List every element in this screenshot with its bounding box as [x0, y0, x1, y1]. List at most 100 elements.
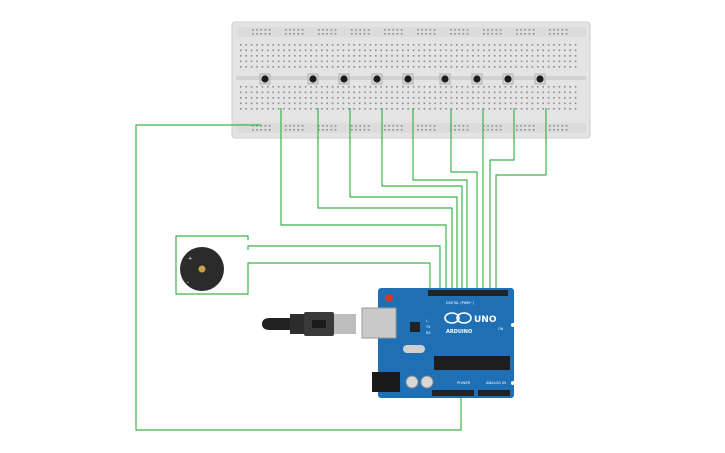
push-button[interactable] — [371, 73, 383, 85]
breadboard-hole — [299, 60, 301, 63]
breadboard-hole — [369, 108, 372, 110]
breadboard-hole — [348, 108, 350, 110]
breadboard-hole — [256, 86, 258, 88]
breadboard-hole — [495, 125, 498, 127]
breadboard-hole — [557, 33, 559, 35]
wire[interactable] — [412, 108, 468, 290]
breadboard-hole — [504, 91, 507, 94]
breadboard-hole — [264, 125, 267, 127]
breadboard-hole — [564, 66, 566, 68]
breadboard-hole — [407, 66, 409, 68]
breadboard-hole — [334, 29, 337, 31]
breadboard-hole — [531, 60, 534, 63]
breadboard-hole — [456, 49, 458, 52]
breadboard-hole — [439, 44, 442, 46]
breadboard-hole — [488, 102, 490, 105]
breadboard-hole — [261, 102, 264, 105]
wire[interactable] — [317, 108, 453, 290]
breadboard-hole — [331, 91, 334, 94]
breadboard-hole — [310, 108, 312, 110]
breadboard-hole — [537, 102, 539, 105]
arduino-uno-board[interactable]: ARDUINO UNO DIGITAL (PWM~) POWER ANALOG … — [361, 288, 515, 398]
breadboard-hole — [561, 29, 564, 31]
breadboard-hole — [456, 91, 458, 94]
breadboard-hole — [351, 129, 353, 131]
breadboard-hole — [326, 86, 328, 88]
breadboard-hole — [458, 29, 460, 31]
breadboard-hole — [326, 44, 328, 46]
breadboard-hole — [288, 86, 291, 88]
breadboard-hole — [434, 108, 436, 110]
breadboard-hole — [515, 44, 517, 46]
breadboard-hole — [445, 108, 447, 110]
breadboard-hole — [260, 29, 262, 31]
breadboard-hole — [330, 29, 333, 31]
breadboard-hole — [477, 102, 480, 105]
breadboard-hole — [334, 33, 337, 35]
breadboard-hole — [318, 129, 320, 131]
wire[interactable] — [381, 108, 463, 290]
push-button[interactable] — [471, 73, 483, 85]
breadboard-hole — [450, 33, 452, 35]
breadboard-hole — [553, 86, 555, 88]
wire[interactable] — [349, 108, 458, 290]
push-button[interactable] — [307, 73, 319, 85]
breadboard-hole — [342, 44, 345, 46]
push-button[interactable] — [502, 73, 514, 85]
breadboard-hole — [520, 29, 522, 31]
breadboard-hole — [439, 60, 442, 63]
breadboard-hole — [429, 102, 431, 105]
breadboard-hole — [304, 91, 307, 94]
wire[interactable] — [135, 124, 462, 431]
breadboard-hole — [348, 91, 350, 94]
breadboard-hole — [412, 97, 415, 99]
breadboard-hole — [353, 49, 355, 52]
push-button[interactable] — [439, 73, 451, 85]
breadboard-hole — [520, 55, 523, 57]
breadboard-hole — [331, 60, 334, 63]
breadboard-hole — [425, 33, 427, 35]
breadboard-hole — [499, 44, 501, 46]
breadboard-hole — [256, 29, 258, 31]
wire[interactable] — [175, 235, 431, 295]
breadboard-hole — [499, 55, 501, 57]
breadboard-hole — [445, 91, 447, 94]
breadboard-hole — [558, 66, 561, 68]
wire[interactable] — [247, 245, 441, 290]
breadboard-hole — [342, 102, 345, 105]
breadboard-hole — [375, 108, 377, 110]
usb-cable[interactable] — [262, 312, 356, 336]
breadboard-hole — [565, 33, 568, 35]
wire[interactable] — [495, 108, 547, 290]
push-button[interactable] — [338, 73, 350, 85]
breadboard-hole — [561, 129, 564, 131]
push-button[interactable] — [402, 73, 414, 85]
breadboard-hole — [461, 91, 463, 94]
breadboard-hole — [499, 33, 502, 35]
breadboard-hole — [353, 102, 355, 105]
breadboard-hole — [433, 33, 436, 35]
breadboard-hole — [301, 29, 304, 31]
wire[interactable] — [489, 108, 515, 290]
breadboard-hole — [392, 125, 394, 127]
breadboard-hole — [385, 91, 388, 94]
breadboard-hole — [412, 60, 415, 63]
breadboard-hole — [250, 55, 253, 57]
breadboard-hole — [342, 49, 345, 52]
push-button[interactable] — [534, 73, 546, 85]
breadboard-hole — [407, 55, 409, 57]
breadboard-hole — [396, 60, 399, 63]
breadboard-hole — [310, 44, 312, 46]
breadboard-hole — [297, 33, 300, 35]
push-button[interactable] — [259, 73, 271, 85]
breadboard-hole — [445, 55, 447, 57]
wire[interactable] — [450, 108, 478, 290]
breadboard-hole — [445, 49, 447, 52]
breadboard-hole — [429, 60, 431, 63]
breadboard-hole — [564, 91, 566, 94]
breadboard-hole — [369, 86, 372, 88]
wire[interactable] — [280, 108, 447, 290]
breadboard-hole — [423, 102, 426, 105]
breadboard-hole — [412, 102, 415, 105]
piezo-buzzer[interactable]: + − — [180, 247, 224, 291]
